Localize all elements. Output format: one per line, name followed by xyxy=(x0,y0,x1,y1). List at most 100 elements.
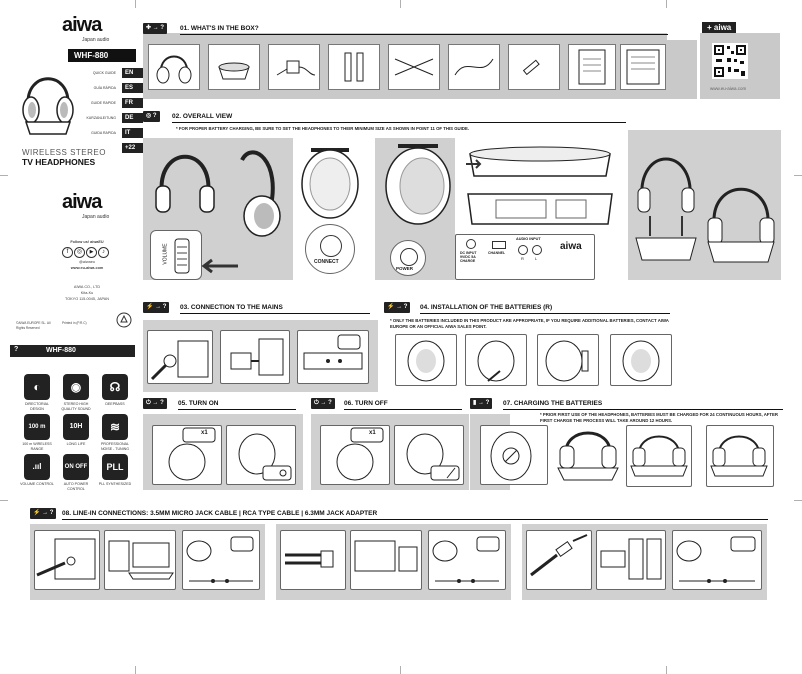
company-name: AIWA CO., LTD xyxy=(73,285,101,289)
rca-l-jack-icon xyxy=(532,245,542,255)
qr-url[interactable]: www.eu-aiwa.com xyxy=(710,86,747,91)
brand-tagline-secondary: Japan audio xyxy=(82,214,110,220)
feature-label: STEREO HIGH QUALITY SOUND xyxy=(61,402,91,411)
crop-mark xyxy=(400,666,401,674)
feature-label: 100 m WIRELESS RANGE xyxy=(22,442,52,451)
box-item-warranty xyxy=(620,44,666,90)
section-05-title: 05. TURN ON xyxy=(178,400,219,407)
open-earcup-icon xyxy=(477,340,515,382)
box-item-adapter xyxy=(268,44,320,90)
tiktok-icon[interactable]: ♪ xyxy=(98,247,109,258)
box-item-batteries xyxy=(328,44,380,90)
tv-speaker-icon xyxy=(354,540,418,572)
facebook-icon[interactable]: f xyxy=(62,247,73,258)
language-code-es[interactable]: ES xyxy=(122,83,143,93)
turn-off-step-2 xyxy=(394,425,464,485)
section-04-icon: ⚡ → ? xyxy=(384,302,411,313)
language-code-it[interactable]: IT xyxy=(122,128,143,138)
feature-label: PROFESSIONAL NOISE - TUNING xyxy=(100,442,130,451)
section-07-icon: ▮ → ? xyxy=(470,398,493,409)
youtube-icon[interactable]: ▶ xyxy=(86,247,97,258)
turn-on-step-2 xyxy=(226,425,296,485)
section-08-title: 08. LINE-IN CONNECTIONS: 3.5MM MICRO JAC… xyxy=(62,510,378,517)
audio-equipment-icon xyxy=(600,538,662,580)
section-08-icon: ⚡ → ? xyxy=(30,508,57,519)
section-02-icon: ◎ ? xyxy=(143,111,160,122)
battery-step-1 xyxy=(395,334,457,386)
section-06-rule xyxy=(344,409,462,410)
crop-mark xyxy=(0,500,8,501)
company-address-1: Kita-Ku xyxy=(80,291,94,295)
charging-base-icon xyxy=(218,62,250,80)
brand-logo: aiwa xyxy=(62,14,102,36)
battery-step-4 xyxy=(610,334,672,386)
qr-code-icon[interactable] xyxy=(712,43,748,79)
power-button-icon[interactable] xyxy=(400,248,418,266)
earcup-connect-illustration xyxy=(301,148,359,219)
connect-label: CONNECT xyxy=(314,259,339,265)
mains-step-3 xyxy=(297,330,369,384)
volume-control-icon: .ııl xyxy=(24,454,50,480)
crop-mark xyxy=(666,0,667,8)
dc-input-label: DC INPUT 9V/DC 5A CHARGE xyxy=(460,251,477,263)
headphones-icon xyxy=(156,55,192,84)
language-guide: GUIDE RAPIDE xyxy=(90,101,116,105)
manual-icon xyxy=(578,49,606,85)
wireless-range-icon: 100 m xyxy=(24,414,50,440)
mains-step-1 xyxy=(147,330,213,384)
feature-label: DEEPBASS xyxy=(105,402,125,406)
power-off-led-icon xyxy=(406,433,460,481)
charging-on-base-icon xyxy=(630,435,688,477)
section-05-icon: ⏻ → ? xyxy=(143,398,167,409)
section-01-band-tail xyxy=(667,40,697,99)
connect-button-callout: CONNECT xyxy=(305,224,355,274)
press-count: x1 xyxy=(369,430,376,436)
headphones-on-base-illustration xyxy=(635,157,775,263)
section-06-icon: ⏻ → ? xyxy=(311,398,335,409)
channel-switch-icon[interactable] xyxy=(492,241,506,249)
press-button-icon xyxy=(336,427,384,481)
rca-r-label: R xyxy=(521,256,524,261)
crop-mark xyxy=(794,500,802,501)
tv-jack-port-icon xyxy=(36,538,96,580)
legal-copyright: ©AIWA EUROPE SL. All Rights Reserved xyxy=(16,321,51,330)
base-led-icon xyxy=(303,334,363,370)
model-tab: WHF-880 xyxy=(68,49,136,62)
line-in-rca-step-1 xyxy=(280,530,346,590)
charge-earcup-icon xyxy=(490,431,532,481)
section-07-rule xyxy=(503,409,783,410)
box-item-base xyxy=(208,44,260,90)
crop-mark xyxy=(666,666,667,674)
warranty-card-icon xyxy=(626,49,660,85)
website-link[interactable]: www.eu-aiwa.com xyxy=(70,266,104,270)
jack-cable-icon xyxy=(454,58,494,76)
language-guide: KURZANLEITUNG xyxy=(86,116,116,120)
connect-button-icon[interactable] xyxy=(320,235,342,257)
language-guide: GUIDA RAPIDA xyxy=(91,131,116,135)
hq-sound-icon: ◉ xyxy=(63,374,89,400)
language-code-de[interactable]: DE xyxy=(122,113,143,123)
charge-step-2 xyxy=(626,425,692,487)
more-languages-badge: +22 xyxy=(122,143,143,153)
volume-label: VOLUME xyxy=(162,243,169,265)
line-in-jack-step-1 xyxy=(34,530,100,590)
rca-l-label: L xyxy=(535,256,538,261)
box-item-jack-adapter xyxy=(508,44,560,90)
base-station-top-illustration xyxy=(466,146,611,177)
line-in-jack-step-3 xyxy=(182,530,260,590)
volume-wheel-icon[interactable] xyxy=(173,237,191,275)
language-code-fr[interactable]: FR xyxy=(122,98,143,108)
feature-label: AUTO POWER CONTROL xyxy=(63,482,89,491)
section-02-rule xyxy=(172,122,626,123)
rca-plugs-icon xyxy=(285,550,334,568)
instagram-icon[interactable]: ◎ xyxy=(74,247,85,258)
rca-r-jack-icon xyxy=(518,245,528,255)
power-on-led-icon xyxy=(238,433,292,481)
dc-plug-icon xyxy=(150,340,209,381)
features-help-icon: ? xyxy=(14,346,19,353)
arrow-icon xyxy=(201,258,238,274)
section-01-icon: ✚ → ? xyxy=(143,23,168,34)
language-code-en[interactable]: EN xyxy=(122,68,143,78)
charged-on-base-icon xyxy=(710,435,768,477)
earcup-icon xyxy=(407,340,445,382)
